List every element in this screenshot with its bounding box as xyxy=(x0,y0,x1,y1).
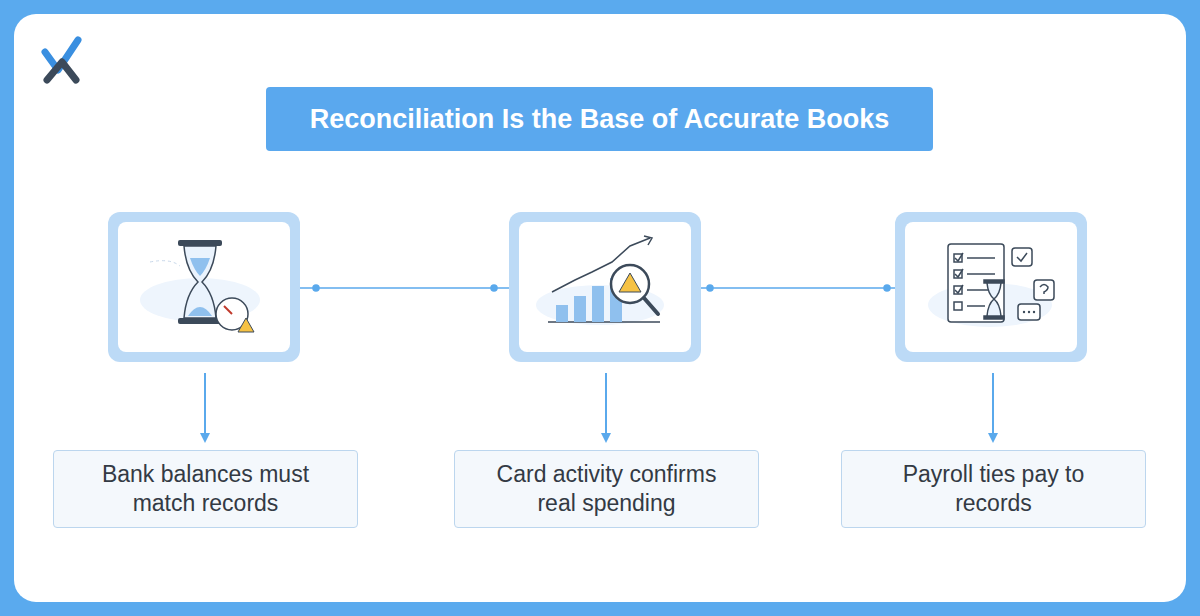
box-text: Bank balances must match records xyxy=(74,460,337,518)
icon-frames xyxy=(108,212,1087,362)
title-text: Reconciliation Is the Base of Accurate B… xyxy=(310,104,890,135)
chart-icon xyxy=(536,236,664,325)
title-banner: Reconciliation Is the Base of Accurate B… xyxy=(266,87,933,151)
text-box: Card activity confirms real spending xyxy=(454,450,759,528)
box-text: Payroll ties pay to records xyxy=(862,460,1125,518)
checklist-icon xyxy=(928,244,1054,327)
text-box: Bank balances must match records xyxy=(53,450,358,528)
hourglass-icon xyxy=(140,240,260,332)
box-text: Card activity confirms real spending xyxy=(475,460,738,518)
text-box: Payroll ties pay to records xyxy=(841,450,1146,528)
logo xyxy=(45,40,78,80)
down-arrows xyxy=(205,373,993,438)
